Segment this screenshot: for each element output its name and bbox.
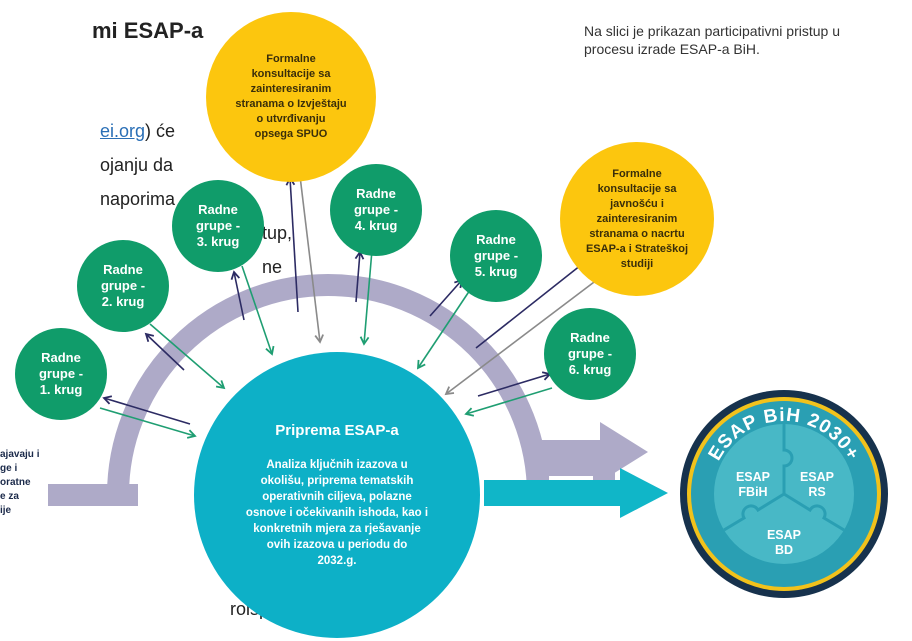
working-group-3: Radne grupe - 3. krug	[172, 180, 264, 272]
working-group-1: Radne grupe - 1. krug	[15, 328, 107, 420]
arrow-to-group-1	[102, 395, 191, 425]
arc-right-band	[527, 440, 607, 462]
text-line-3: naporima	[100, 189, 176, 209]
badge-inner-disc: ESAP BiH 2030+ ESAP FBiH ESAP RS	[691, 401, 877, 587]
arrow-from-group-2	[149, 323, 226, 390]
arrow-to-group-4	[354, 250, 365, 303]
text-line-5: ne	[262, 257, 283, 277]
esap-badge: ESAP BiH 2030+ ESAP FBiH ESAP RS	[680, 390, 888, 598]
segment-rs: ESAP RS	[799, 470, 835, 499]
badge-puzzle: ESAP FBiH ESAP RS ESAP BD	[714, 424, 854, 564]
text-line-4: tup,	[262, 223, 293, 243]
arc-arrowhead	[600, 422, 648, 482]
page-heading: mi ESAP-a	[92, 18, 204, 43]
website-link[interactable]: ei.org	[100, 121, 146, 141]
working-group-5: Radne grupe - 5. krug	[450, 210, 542, 302]
figure-caption: Na slici je prikazan participativni pris…	[584, 23, 840, 57]
process-arc	[107, 274, 615, 496]
arrow-from-consultation-2	[444, 269, 611, 396]
main-circle-title: Priprema ESAP-a	[275, 421, 399, 439]
main-process-circle: Priprema ESAP-a Analiza ključnih izazova…	[194, 352, 480, 638]
arrow-from-group-4	[359, 249, 373, 346]
working-group-2: Radne grupe - 2. krug	[77, 240, 169, 332]
working-group-4: Radne grupe - 4. krug	[330, 164, 422, 256]
arrow-from-consultation-1	[299, 175, 324, 344]
arrow-to-group-6	[477, 371, 552, 397]
segment-fbih: ESAP FBiH	[735, 470, 771, 499]
arrow-to-group-5	[429, 278, 464, 317]
teal-flow-bar	[484, 480, 624, 506]
text-line-2: ojanju da	[100, 155, 174, 175]
segment-bd: ESAP BD	[766, 528, 802, 557]
badge-yellow-ring: ESAP BiH 2030+ ESAP FBiH ESAP RS	[687, 397, 881, 591]
arrow-from-group-5	[416, 289, 471, 370]
consultation-circle-1: Formalne konsultacije sa zainteresiranim…	[206, 12, 376, 182]
arrow-from-group-6	[464, 387, 553, 417]
puzzle-lines	[714, 424, 854, 538]
teal-arrowhead	[620, 468, 668, 518]
text-line-1: ei.org) će	[100, 121, 176, 141]
arrow-to-group-2	[144, 332, 185, 371]
arrow-from-group-3	[241, 265, 275, 356]
arrow-from-group-1	[99, 407, 197, 439]
main-circle-body: Analiza ključnih izazova u okolišu, prip…	[245, 458, 429, 567]
arrow-to-consultation-1	[285, 176, 299, 313]
consultation-circle-2: Formalne konsultacije sa javnošću i zain…	[560, 142, 714, 296]
arrow-to-group-3	[230, 270, 245, 321]
left-note: ajavaju i ge i oratne e za ije	[0, 449, 40, 516]
working-group-6: Radne grupe - 6. krug	[544, 308, 636, 400]
